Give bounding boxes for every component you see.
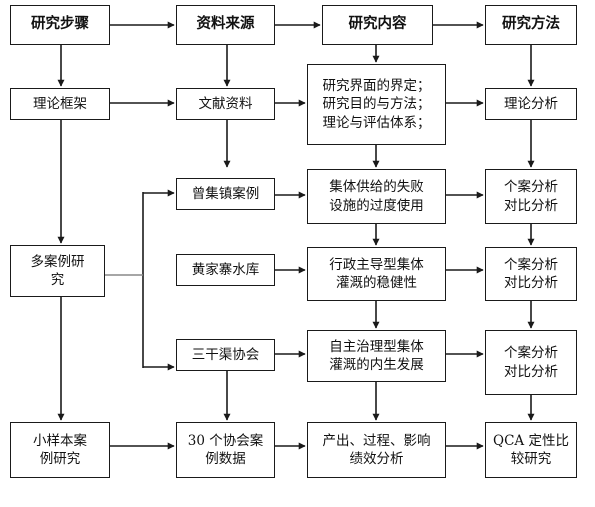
multicase-step-box: 多案例研 究 (10, 245, 105, 297)
case1-method-line-2: 对比分析 (504, 197, 558, 214)
case3-method-box: 个案分析 对比分析 (485, 330, 577, 395)
case2-method-line-1: 个案分析 (504, 256, 558, 273)
case3-content-box: 自主治理型集体 灌溉的内生发展 (307, 330, 446, 382)
theory-content-line-2: 研究目的与方法； (322, 96, 431, 113)
case1-method-box: 个案分析 对比分析 (485, 169, 577, 224)
small-sample-source-box: 30 个协会案 例数据 (176, 422, 275, 478)
case1-content-box: 集体供给的失败 设施的过度使用 (307, 169, 446, 224)
case1-method-line-1: 个案分析 (504, 179, 558, 196)
small-sample-source-line-2: 例数据 (205, 451, 246, 467)
small-sample-method-box: QCA 定性比 较研究 (485, 422, 577, 478)
case3-method-line-1: 个案分析 (504, 345, 558, 362)
small-sample-step-line-2: 例研究 (39, 451, 81, 467)
case2-content-line-1: 行政主导型集体 (329, 256, 424, 273)
case3-method-line-2: 对比分析 (504, 363, 558, 380)
small-sample-method-line-1: QCA 定性比 (493, 432, 569, 449)
theory-source-box: 文献资料 (176, 88, 275, 120)
theory-method-box: 理论分析 (485, 88, 577, 120)
theory-content-line-1: 研究界面的界定； (322, 78, 431, 95)
case2-content-line-2: 灌溉的稳健性 (336, 275, 417, 291)
small-sample-content-line-2: 绩效分析 (349, 451, 404, 467)
case3-content-line-2: 灌溉的内生发展 (329, 357, 424, 373)
header-sources: 资料来源 (176, 5, 275, 45)
header-methods: 研究方法 (485, 5, 577, 45)
case3-source-box: 三干渠协会 (176, 339, 275, 371)
header-content: 研究内容 (322, 5, 433, 45)
small-sample-step-box: 小样本案 例研究 (10, 422, 110, 478)
case2-method-box: 个案分析 对比分析 (485, 247, 577, 301)
case2-method-line-2: 对比分析 (504, 275, 558, 291)
theory-step-box: 理论框架 (10, 88, 110, 120)
case1-content-line-2: 设施的过度使用 (329, 197, 424, 214)
multicase-step-line-2: 究 (50, 272, 65, 288)
case1-content-line-1: 集体供给的失败 (329, 179, 424, 196)
header-steps: 研究步骤 (10, 5, 110, 45)
case3-content-line-1: 自主治理型集体 (329, 338, 424, 355)
case2-content-box: 行政主导型集体 灌溉的稳健性 (307, 247, 446, 301)
theory-content-line-3: 理论与评估体系； (322, 114, 431, 131)
theory-content-box: 研究界面的界定； 研究目的与方法； 理论与评估体系； (307, 64, 446, 145)
small-sample-method-line-2: 较研究 (510, 451, 552, 467)
case2-source-box: 黄家寨水库 (176, 254, 275, 286)
small-sample-content-line-1: 产出、过程、影响 (322, 432, 431, 449)
multicase-step-line-1: 多案例研 (30, 253, 85, 270)
small-sample-source-line-1: 30 个协会案 (187, 432, 264, 449)
case1-source-box: 曾集镇案例 (176, 178, 275, 210)
small-sample-content-box: 产出、过程、影响 绩效分析 (307, 422, 446, 478)
small-sample-step-line-1: 小样本案 (33, 432, 87, 449)
